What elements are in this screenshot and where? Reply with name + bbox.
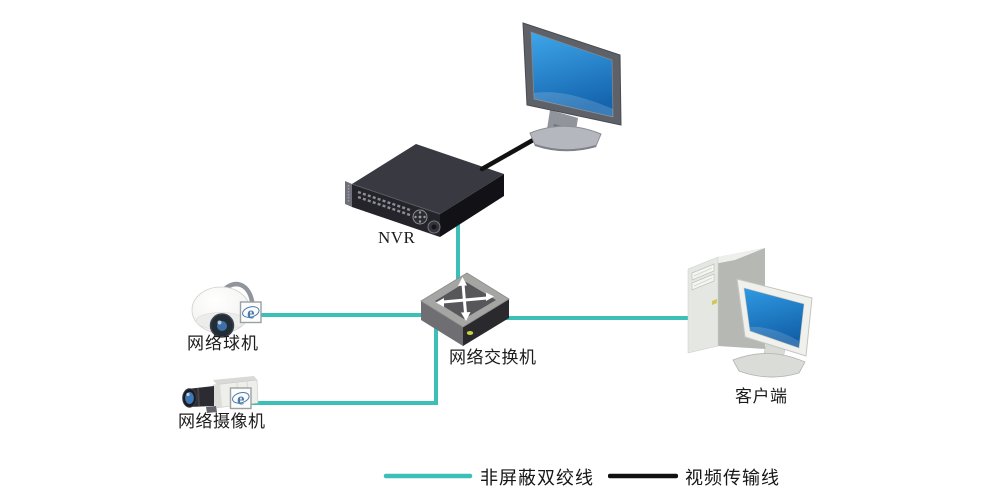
network-e-badge-icon: e: [239, 301, 262, 324]
legend-utp-label: 非屏蔽双绞线: [480, 468, 594, 488]
nvr-dpad-dot: [418, 215, 422, 219]
dome-camera-lens-highlight: [217, 320, 222, 325]
client-bay-slot: [693, 267, 713, 277]
client-power-led: [712, 299, 717, 305]
box-camera-label: 网络摄像机: [178, 412, 266, 431]
dome-camera-device: e: [191, 281, 262, 338]
monitor-screen: [530, 31, 614, 118]
client-screen-glare: [750, 326, 799, 348]
client-device: [687, 248, 813, 378]
monitor-screen-glare: [534, 92, 613, 117]
network-e-badge-icon: e: [229, 387, 252, 410]
nvr-dpad-dot: [414, 215, 417, 219]
dome-camera-badge-text: e: [247, 304, 254, 323]
switch-right-face: [463, 299, 509, 346]
box-camera-lens-iris: [185, 392, 194, 404]
dome-camera-label: 网络球机: [187, 334, 259, 353]
monitor-base-edge: [534, 144, 597, 152]
monitor-device: [522, 22, 622, 152]
nvr-device: [345, 144, 504, 237]
utp-line-box-camera-to-switch: [250, 318, 438, 405]
client-monitor-base: [732, 353, 806, 378]
nvr-dpad-dot: [423, 215, 426, 219]
nvr-side-face: [440, 174, 504, 237]
switch-arrows-icon: [436, 277, 494, 321]
box-camera-badge-text: e: [237, 389, 244, 408]
client-label: 客户端: [735, 387, 788, 406]
switch-device: [420, 272, 510, 346]
box-camera-top: [213, 376, 258, 385]
nvr-dpad-dot: [418, 211, 422, 214]
box-camera-band: [213, 384, 222, 408]
box-camera-lens-ring: [197, 387, 200, 407]
nvr-edge-highlight: [351, 183, 441, 215]
switch-left-face: [421, 301, 463, 346]
switch-label: 网络交换机: [449, 348, 537, 367]
nvr-label: NVR: [378, 228, 416, 247]
client-bay-slot: [693, 277, 713, 287]
nvr-dpad-dot: [418, 220, 422, 223]
nvr-button-row: [357, 190, 411, 212]
box-camera-mount: [206, 406, 217, 413]
nvr-knob-center: [431, 224, 437, 230]
legend-video-line-swatch: [608, 471, 678, 481]
nvr-button-row: [357, 195, 411, 217]
box-camera-device: e: [182, 376, 259, 413]
switch-led: [466, 331, 474, 335]
client-monitor-screen: [743, 287, 805, 349]
box-camera-lens-highlight: [186, 392, 190, 397]
legend-utp-line-swatch: [383, 471, 473, 481]
legend-video-label: 视频传输线: [685, 468, 780, 488]
